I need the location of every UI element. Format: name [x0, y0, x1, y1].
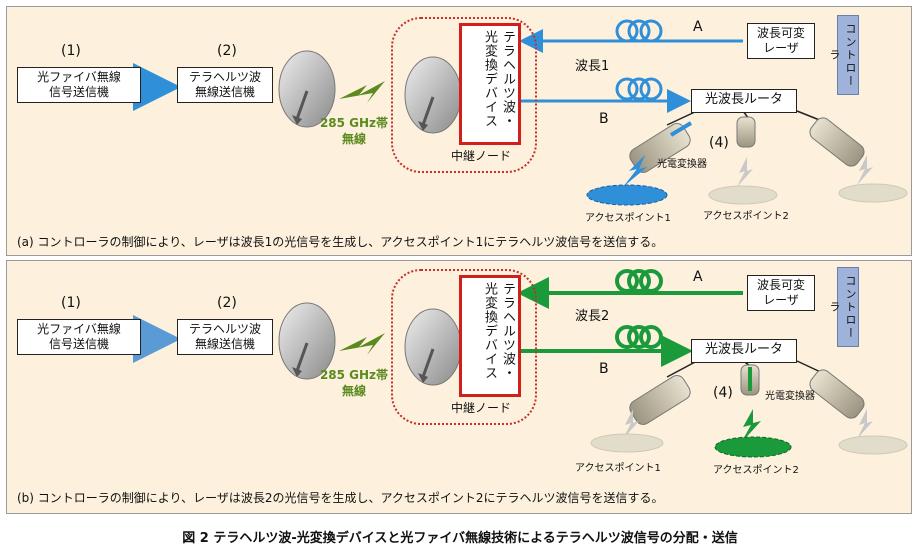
converter-cylinder-2: [740, 364, 760, 396]
tunable-laser-box: 波長可変 レーザ: [747, 275, 815, 311]
dish-antenna-2: [404, 308, 462, 386]
wireless-bolt-icon: [339, 81, 385, 103]
relay-node-label: 中継ノード: [451, 149, 512, 163]
converter-cylinder-1: [629, 121, 693, 173]
tunable-laser-line1: 波長可変: [756, 278, 805, 292]
thz-bolt-2: [737, 157, 753, 187]
ap1-label: アクセスポイント1: [575, 463, 661, 474]
panel-b-caption: (b) コントローラの制御により、レーザは波長2の光信号を生成し、アクセスポイン…: [17, 491, 664, 505]
thz-transmitter-line2: 無線送信機: [194, 337, 255, 351]
relay-node-label: 中継ノード: [451, 401, 512, 415]
ap-ellipse-3: [838, 435, 908, 455]
tunable-laser-line1: 波長可変: [756, 26, 805, 40]
relay-node-frame: [391, 17, 537, 173]
label-num-2: (2): [217, 43, 237, 59]
dish-antenna-1: [278, 302, 336, 380]
thz-bolt-1: [623, 409, 639, 439]
wavelength-router-box: 光波長ルータ: [691, 339, 797, 363]
rof-transmitter-line2: 信号送信機: [48, 337, 109, 351]
thz-transmitter-line1: テラヘルツ波: [188, 322, 261, 336]
fiber-coil-b: [615, 77, 663, 101]
ap1-label: アクセスポイント1: [585, 213, 671, 224]
thz-bolt-3: [857, 409, 873, 439]
label-b: B: [599, 111, 609, 127]
ap-ellipse-2: [708, 185, 778, 205]
relay-node-frame: [391, 269, 537, 425]
label-num-1: (1): [61, 43, 81, 59]
thz-optical-device: テラヘルツ波・光変換デバイス: [459, 23, 521, 145]
thz-bolt-1: [623, 155, 647, 187]
panel-b: (1) (2) 光ファイバ無線 信号送信機 テラヘルツ波 無線送信機 285 G…: [6, 260, 912, 514]
rof-transmitter-box: 光ファイバ無線 信号送信機: [17, 67, 141, 103]
converter-cylinder-1: [629, 375, 691, 425]
fiber-coil-a: [615, 19, 663, 43]
wireless-band-line2: 無線: [341, 132, 366, 146]
converter-cylinder-3: [809, 117, 865, 167]
figure-caption: 図 2 テラヘルツ波-光変換デバイスと光ファイバ無線技術によるテラヘルツ波信号の…: [182, 531, 738, 546]
label-num-4: (4): [713, 385, 733, 401]
ap-ellipse-1: [586, 184, 668, 206]
ap2-label: アクセスポイント2: [713, 465, 799, 476]
label-num-4: (4): [709, 135, 729, 151]
label-a: A: [693, 269, 703, 285]
wireless-band-line1: 285 GHz帯: [319, 368, 389, 382]
tunable-laser-line2: レーザ: [763, 41, 799, 55]
wireless-band-label: 285 GHz帯 無線: [317, 367, 391, 399]
rof-transmitter-line1: 光ファイバ無線: [37, 70, 121, 84]
wireless-bolt-icon: [339, 333, 385, 355]
ap2-label: アクセスポイント2: [703, 211, 789, 222]
wireless-band-line1: 285 GHz帯: [319, 116, 389, 130]
label-a: A: [693, 19, 703, 35]
panel-a: (1) (2) 光ファイバ無線 信号送信機 テラヘルツ波 無線送信機 285 G…: [6, 6, 912, 256]
thz-optical-device: テラヘルツ波・光変換デバイス: [459, 275, 521, 397]
wireless-band-line2: 無線: [341, 384, 366, 398]
thz-transmitter-box: テラヘルツ波 無線送信機: [177, 67, 273, 103]
converter-cylinder-2: [736, 116, 756, 148]
controller-box: コントローラ: [828, 15, 859, 95]
converter-label: 光電変換器: [657, 159, 707, 170]
dish-antenna-1: [278, 50, 336, 128]
rof-transmitter-line1: 光ファイバ無線: [37, 322, 121, 336]
fiber-coil-b: [615, 325, 663, 349]
tunable-laser-line2: レーザ: [763, 293, 799, 307]
rof-transmitter-box: 光ファイバ無線 信号送信機: [17, 319, 141, 355]
wavelength-label: 波長2: [575, 309, 610, 324]
tunable-laser-box: 波長可変 レーザ: [747, 23, 815, 59]
controller-box: コントローラ: [828, 267, 859, 347]
ap-ellipse-2: [714, 436, 792, 458]
thz-bolt-2: [741, 409, 761, 443]
panel-b-graphics: [133, 269, 908, 458]
dish-antenna-2: [404, 56, 462, 134]
fiber-coil-a: [615, 269, 663, 293]
panel-a-caption: (a) コントローラの制御により、レーザは波長1の光信号を生成し、アクセスポイン…: [17, 235, 664, 249]
ap-ellipse-3: [838, 183, 908, 203]
wavelength-router-box: 光波長ルータ: [691, 89, 797, 113]
label-num-2: (2): [217, 295, 237, 311]
ap-ellipse-1: [590, 433, 664, 453]
thz-bolt-3: [857, 155, 873, 185]
converter-label: 光電変換器: [765, 391, 815, 402]
label-b: B: [599, 361, 609, 377]
wavelength-label: 波長1: [575, 59, 610, 74]
panel-a-graphics: [133, 19, 908, 206]
label-num-1: (1): [61, 295, 81, 311]
thz-transmitter-line2: 無線送信機: [194, 85, 255, 99]
wireless-band-label: 285 GHz帯 無線: [317, 115, 391, 147]
rof-transmitter-line2: 信号送信機: [48, 85, 109, 99]
thz-transmitter-box: テラヘルツ波 無線送信機: [177, 319, 273, 355]
thz-transmitter-line1: テラヘルツ波: [188, 70, 261, 84]
converter-cylinder-3: [809, 369, 865, 419]
